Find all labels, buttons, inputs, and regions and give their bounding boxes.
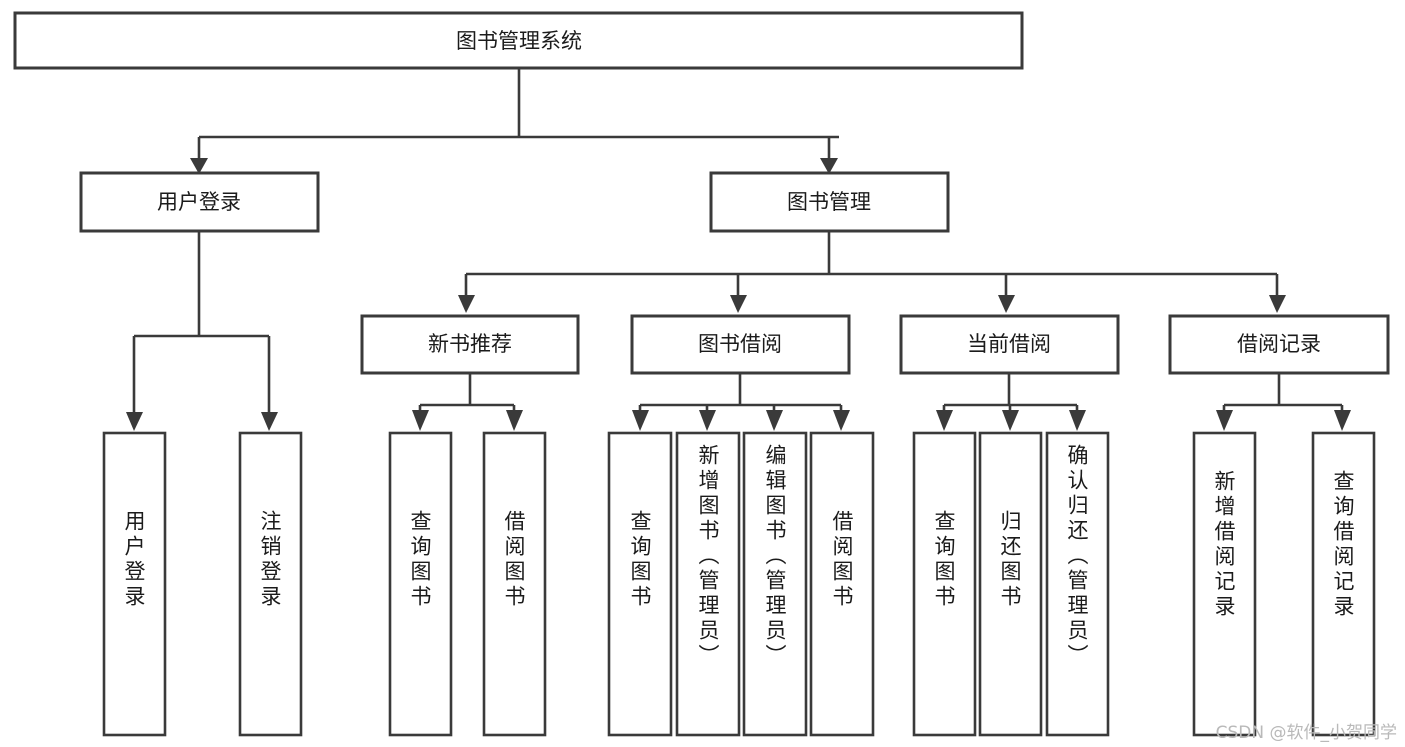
- arrow-book-borrow-leaf-1: [632, 410, 649, 431]
- arrow-root-to-book-mgmt: [820, 158, 838, 174]
- node-book-borrow[interactable]: 图书借阅: [630, 314, 851, 375]
- leaf-user-login-1[interactable]: 用户登录: [102, 431, 167, 737]
- leaf-borrow-record-2-box[interactable]: [1311, 431, 1376, 737]
- node-borrow-record-box[interactable]: [1168, 314, 1390, 375]
- node-book-management[interactable]: 图书管理: [709, 171, 950, 233]
- leaf-book-borrow-1-box[interactable]: [607, 431, 673, 737]
- leaf-new-book-2[interactable]: 借阅图书: [482, 431, 547, 737]
- node-new-book-recommend-box[interactable]: [360, 314, 580, 375]
- node-new-book-recommend-label: 新书推荐: [428, 332, 512, 356]
- arrow-book-borrow-leaf-2: [699, 410, 716, 431]
- node-new-book-recommend[interactable]: 新书推荐: [360, 314, 580, 375]
- node-book-borrow-label: 图书借阅: [698, 332, 782, 356]
- leaf-new-book-1-box[interactable]: [388, 431, 453, 737]
- leaf-user-login-2-box[interactable]: [238, 431, 303, 737]
- leaf-book-borrow-1-label: 查询图书: [628, 510, 652, 610]
- leaf-book-borrow-2[interactable]: 新增图书（管理员）: [675, 431, 741, 737]
- leaf-borrow-record-2-label: 查询借阅记录: [1331, 470, 1355, 620]
- node-user-login-box[interactable]: [79, 171, 320, 233]
- leaf-new-book-1-label: 查询图书: [408, 510, 432, 610]
- leaf-book-borrow-3-box[interactable]: [742, 431, 808, 737]
- leaf-new-book-2-label: 借阅图书: [502, 510, 526, 610]
- leaf-book-borrow-2-label: 新增图书（管理员）: [696, 444, 720, 669]
- leaf-current-borrow-3-box[interactable]: [1045, 431, 1110, 737]
- arrow-level3-borrow-record: [1269, 295, 1286, 313]
- node-book-management-label: 图书管理: [787, 190, 871, 214]
- leaf-new-book-1[interactable]: 查询图书: [388, 431, 453, 737]
- arrow-new-book-leaf-2: [506, 410, 523, 431]
- arrow-level3-book-borrow: [730, 295, 747, 313]
- node-book-borrow-box[interactable]: [630, 314, 851, 375]
- arrow-current-borrow-leaf-3: [1069, 410, 1086, 431]
- leaf-current-borrow-2-box[interactable]: [978, 431, 1043, 737]
- arrow-current-borrow-leaf-1: [936, 410, 953, 431]
- leaf-book-borrow-3[interactable]: 编辑图书（管理员）: [742, 431, 808, 737]
- node-book-management-box[interactable]: [709, 171, 950, 233]
- node-root[interactable]: 图书管理系统: [13, 11, 1024, 70]
- arrow-borrow-record-leaf-1: [1216, 410, 1233, 431]
- arrow-current-borrow-leaf-2: [1002, 410, 1019, 431]
- arrow-root-to-user-login: [190, 158, 208, 174]
- arrow-new-book-leaf-1: [412, 410, 429, 431]
- leaf-current-borrow-1-box[interactable]: [912, 431, 977, 737]
- leaf-user-login-1-box[interactable]: [102, 431, 167, 737]
- node-current-borrow-box[interactable]: [899, 314, 1120, 375]
- leaf-current-borrow-1[interactable]: 查询图书: [912, 431, 977, 737]
- node-borrow-record[interactable]: 借阅记录: [1168, 314, 1390, 375]
- leaf-user-login-2[interactable]: 注销登录: [238, 431, 303, 737]
- node-current-borrow-label: 当前借阅: [967, 332, 1051, 356]
- arrow-book-borrow-leaf-3: [766, 410, 783, 431]
- leaf-current-borrow-3-label: 确认归还（管理员）: [1065, 444, 1089, 669]
- node-borrow-record-label: 借阅记录: [1237, 332, 1321, 356]
- leaf-new-book-2-box[interactable]: [482, 431, 547, 737]
- connector-layer: [126, 68, 1351, 431]
- leaf-book-borrow-2-box[interactable]: [675, 431, 741, 737]
- leaf-book-borrow-4-box[interactable]: [809, 431, 875, 737]
- arrow-user-login-leaf-1: [126, 412, 143, 431]
- node-current-borrow[interactable]: 当前借阅: [899, 314, 1120, 375]
- leaf-book-borrow-4[interactable]: 借阅图书: [809, 431, 875, 737]
- arrow-book-borrow-leaf-4: [833, 410, 850, 431]
- leaf-book-borrow-3-label: 编辑图书（管理员）: [763, 444, 787, 669]
- leaf-book-borrow-4-label: 借阅图书: [830, 510, 854, 610]
- leaf-book-borrow-1[interactable]: 查询图书: [607, 431, 673, 737]
- arrow-level3-new-book: [458, 295, 475, 313]
- arrow-borrow-record-leaf-2: [1334, 410, 1351, 431]
- leaf-current-borrow-3[interactable]: 确认归还（管理员）: [1045, 431, 1110, 737]
- leaf-borrow-record-2[interactable]: 查询借阅记录: [1311, 431, 1376, 737]
- leaf-borrow-record-1-box[interactable]: [1192, 431, 1257, 737]
- leaf-current-borrow-2[interactable]: 归还图书: [978, 431, 1043, 737]
- leaf-user-login-1-label: 用户登录: [122, 510, 146, 610]
- leaf-user-login-2-label: 注销登录: [258, 510, 282, 610]
- node-user-login-label: 用户登录: [157, 190, 241, 214]
- leaf-current-borrow-1-label: 查询图书: [932, 510, 956, 610]
- leaf-current-borrow-2-label: 归还图书: [998, 510, 1022, 610]
- leaf-borrow-record-1[interactable]: 新增借阅记录: [1192, 431, 1257, 737]
- node-root-box[interactable]: [13, 11, 1024, 70]
- node-user-login[interactable]: 用户登录: [79, 171, 320, 233]
- arrow-level3-current-borrow: [998, 295, 1015, 313]
- node-root-label: 图书管理系统: [456, 29, 582, 53]
- arrow-user-login-leaf-2: [261, 412, 278, 431]
- leaf-borrow-record-1-label: 新增借阅记录: [1212, 470, 1236, 620]
